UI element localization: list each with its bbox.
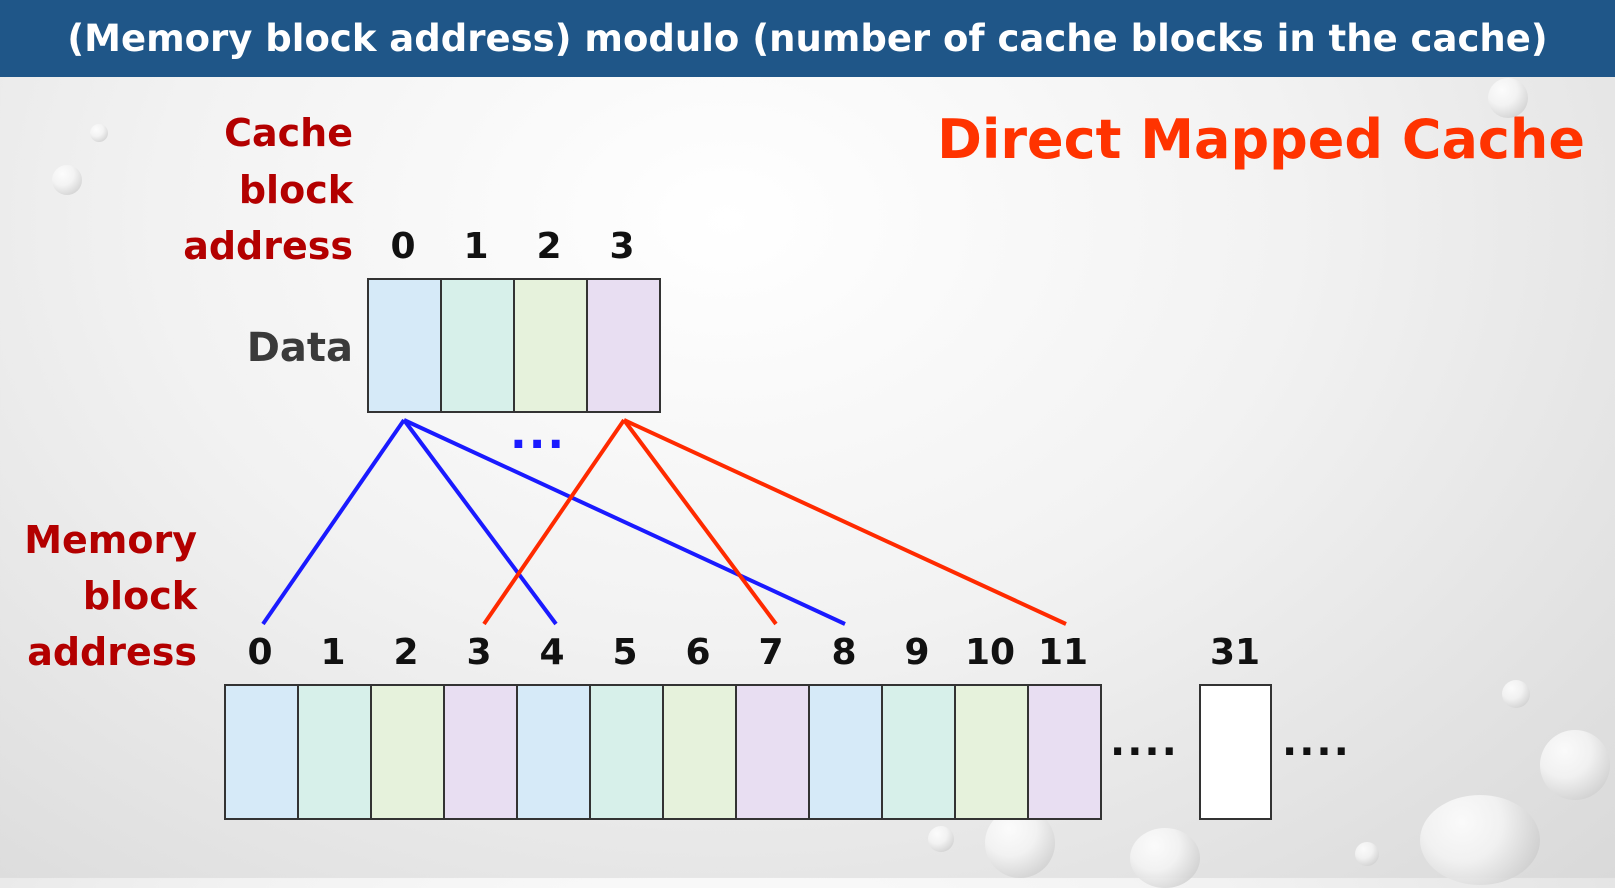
- cache-index-3: 3: [609, 226, 635, 267]
- water-drop-decoration: [1540, 730, 1610, 800]
- map-line-cache3-mem11: [623, 418, 1067, 626]
- map-line-cache3-mem7: [622, 418, 778, 626]
- memory-label-line-2: block: [82, 574, 197, 618]
- memory-block-7: [735, 684, 810, 820]
- water-drop-decoration: [52, 165, 82, 195]
- map-line-cache0-mem4: [402, 418, 558, 626]
- memory-index-10: 10: [964, 632, 1016, 673]
- cache-label-line-2: block: [238, 168, 353, 212]
- water-drop-decoration: [928, 826, 954, 852]
- memory-index-2: 2: [393, 632, 419, 673]
- memory-block-6: [662, 684, 737, 820]
- memory-index-1: 1: [320, 632, 346, 673]
- memory-block-10: [954, 684, 1029, 820]
- memory-index-7: 7: [758, 632, 784, 673]
- cache-label-line-1: Cache: [224, 111, 353, 155]
- cache-block-2: [513, 278, 588, 413]
- map-line-cache3-mem3: [482, 418, 626, 626]
- water-drop-decoration: [1502, 680, 1530, 708]
- memory-index-5: 5: [612, 632, 638, 673]
- memory-block-3: [443, 684, 518, 820]
- memory-index-31: 31: [1209, 632, 1261, 673]
- map-line-cache0-mem0: [261, 418, 406, 626]
- memory-block-4: [516, 684, 591, 820]
- water-drop-decoration: [1355, 842, 1379, 866]
- memory-block-31: [1199, 684, 1272, 820]
- water-drop-decoration: [90, 124, 108, 142]
- mapping-ellipsis: ...: [510, 408, 567, 459]
- memory-ellipsis-after-31: ....: [1282, 719, 1351, 765]
- cache-data-label: Data: [246, 325, 353, 371]
- memory-block-9: [881, 684, 956, 820]
- memory-index-8: 8: [831, 632, 857, 673]
- memory-ellipsis-before-31: ....: [1110, 719, 1179, 765]
- header-banner: (Memory block address) modulo (number of…: [0, 0, 1615, 77]
- cache-block-0: [367, 278, 442, 413]
- memory-label-line-1: Memory: [24, 518, 197, 562]
- header-text: (Memory block address) modulo (number of…: [67, 17, 1548, 60]
- slide-title: Direct Mapped Cache: [937, 108, 1585, 171]
- cache-block-1: [440, 278, 515, 413]
- memory-label-line-3: address: [27, 630, 197, 674]
- water-drop-decoration: [1488, 78, 1528, 118]
- memory-block-0: [224, 684, 299, 820]
- cache-index-0: 0: [390, 226, 416, 267]
- memory-block-11: [1027, 684, 1102, 820]
- cache-index-2: 2: [536, 226, 562, 267]
- memory-index-9: 9: [904, 632, 930, 673]
- map-line-cache0-mem8: [403, 418, 846, 626]
- memory-index-4: 4: [539, 632, 565, 673]
- memory-index-0: 0: [247, 632, 273, 673]
- memory-index-3: 3: [466, 632, 492, 673]
- memory-index-6: 6: [685, 632, 711, 673]
- memory-index-11: 11: [1037, 632, 1089, 673]
- cache-index-1: 1: [463, 226, 489, 267]
- cache-label-line-3: address: [183, 224, 353, 268]
- memory-block-5: [589, 684, 664, 820]
- water-drop-decoration: [1420, 795, 1540, 885]
- cache-block-3: [586, 278, 661, 413]
